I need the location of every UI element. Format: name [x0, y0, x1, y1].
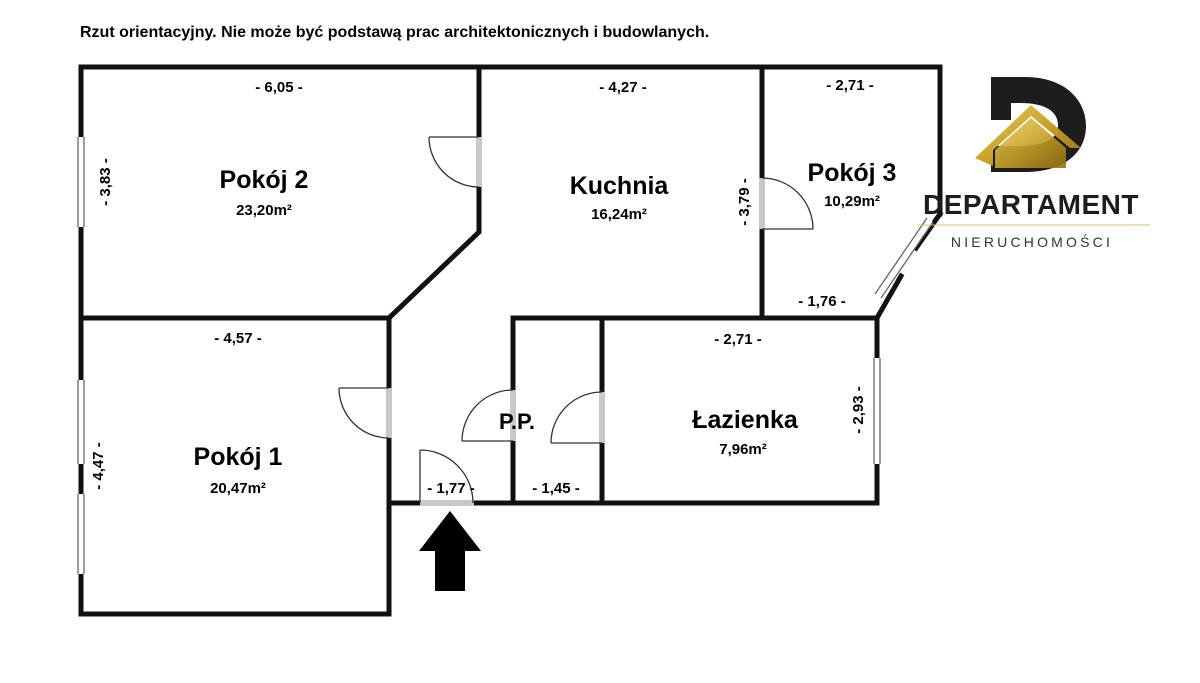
dim-pokoj2-height: - 3,83 -	[97, 158, 114, 206]
wall-diagonal-lower	[873, 272, 905, 322]
room-area-lazienka: 7,96m²	[719, 441, 767, 458]
brand-name: DEPARTAMENT	[923, 189, 1139, 220]
doors	[338, 136, 814, 506]
windows	[77, 137, 934, 574]
door-pokoj1	[338, 387, 392, 439]
door-entrance	[419, 449, 474, 506]
room-name-kuchnia: Kuchnia	[570, 172, 670, 200]
room-area-pokoj1: 20,47m²	[210, 480, 266, 497]
door-pokoj3	[759, 177, 814, 230]
dim-pokoj1-height: - 4,47 -	[90, 442, 107, 490]
wall-pokoj2-right	[385, 64, 482, 322]
brand-logo: DEPARTAMENT NIERUCHOMOŚCI	[917, 77, 1150, 250]
dim-pokoj3-bottom: - 1,76 -	[798, 293, 846, 310]
window-lazienka	[873, 358, 881, 464]
room-area-pokoj2: 23,20m²	[236, 202, 292, 219]
door-pp	[461, 389, 516, 442]
dim-pokoj2-width: - 6,05 -	[255, 79, 303, 96]
door-pokoj2	[428, 136, 482, 188]
dim-pokoj3-width: - 2,71 -	[826, 77, 874, 94]
room-labels: Pokój 2 23,20m² Kuchnia 16,24m² Pokój 3 …	[194, 159, 897, 497]
dim-kuchnia-width: - 4,27 -	[599, 79, 647, 96]
window-pokoj1-upper	[77, 380, 85, 464]
disclaimer: Rzut orientacyjny. Nie może być podstawą…	[80, 24, 710, 41]
dim-lazienka-width: - 2,71 -	[714, 331, 762, 348]
dim-lazienka-height: - 2,93 -	[850, 386, 867, 434]
logo-d-icon	[975, 77, 1086, 172]
walls	[78, 64, 944, 617]
dimension-labels: - 6,05 - - 3,83 - - 4,27 - - 3,79 - - 2,…	[90, 77, 874, 497]
room-area-pokoj3: 10,29m²	[824, 193, 880, 210]
door-lazienka	[550, 391, 605, 444]
dim-pp-width: - 1,45 -	[532, 480, 580, 497]
dim-kuchnia-height: - 3,79 -	[736, 178, 753, 226]
room-name-pokoj1: Pokój 1	[194, 443, 283, 471]
room-area-kuchnia: 16,24m²	[591, 206, 647, 223]
window-pokoj3-diagonal	[874, 217, 934, 299]
room-name-lazienka: Łazienka	[692, 406, 799, 434]
dim-pokoj1-width: - 4,57 -	[214, 330, 262, 347]
room-name-pokoj2: Pokój 2	[220, 166, 309, 194]
window-pokoj2	[77, 137, 85, 227]
arrow-up-icon	[419, 511, 481, 591]
room-name-pokoj3: Pokój 3	[808, 159, 897, 187]
room-name-pp: P.P.	[499, 409, 535, 434]
dim-hall-width: - 1,77 -	[427, 480, 475, 497]
brand-subtitle: NIERUCHOMOŚCI	[951, 233, 1113, 250]
wall-diagonal-upper	[912, 210, 944, 252]
window-pokoj1-lower	[77, 494, 85, 574]
